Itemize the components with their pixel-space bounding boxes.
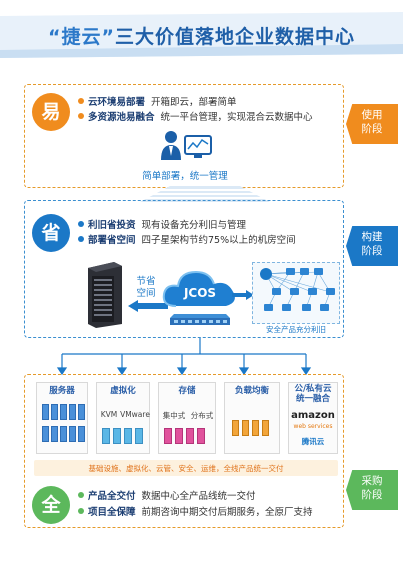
security-network-diagram bbox=[260, 268, 335, 311]
load-balancer-icon bbox=[242, 420, 249, 436]
full-circle: 全 bbox=[32, 486, 70, 524]
stage-tag-build: 构建 阶段 bbox=[346, 226, 398, 266]
storage-icons bbox=[164, 428, 205, 444]
server-unit-icon bbox=[78, 426, 85, 442]
server-unit-icon bbox=[42, 404, 49, 420]
storage-unit-icon bbox=[175, 428, 183, 444]
rack-server-icon bbox=[88, 262, 122, 328]
load-balancer-icons bbox=[232, 420, 269, 436]
connector-tree bbox=[56, 338, 312, 376]
column-hybrid-cloud-head: 公/私有云 统一融合 bbox=[294, 384, 332, 404]
easy-bullet-2-key: 多资源池易融合 bbox=[88, 112, 155, 123]
full-bullet-1-key: 产品全交付 bbox=[88, 491, 136, 502]
server-rack-icons-2 bbox=[42, 426, 85, 442]
server-rack-icons bbox=[42, 404, 85, 420]
server-unit-icon bbox=[60, 426, 67, 442]
stage-tag-purchase-line2: 阶段 bbox=[361, 489, 383, 501]
virtual-host-icon bbox=[113, 428, 121, 444]
storage-unit-icon bbox=[164, 428, 172, 444]
amazon-logo: amazon bbox=[291, 410, 335, 421]
virt-host-icons bbox=[102, 428, 143, 444]
virtual-host-icon bbox=[124, 428, 132, 444]
aws-subtext: web services bbox=[293, 423, 333, 430]
cloud-icon bbox=[162, 270, 235, 307]
stage-tag-use-line1: 使用 bbox=[361, 109, 383, 121]
server-unit-icon bbox=[69, 426, 76, 442]
save-bullet-2: 部署省空间四子星架构节约75%以上的机房空间 bbox=[78, 234, 296, 248]
storage-unit-icon bbox=[197, 428, 205, 444]
full-bullet-2-text: 前期咨询中期交付后期服务，全原厂支持 bbox=[141, 507, 313, 518]
save-space-line2: 空间 bbox=[136, 288, 156, 299]
server-unit-icon bbox=[42, 426, 49, 442]
tencent-cloud-logo: 腾讯云 bbox=[301, 437, 325, 446]
column-load-balancing bbox=[224, 382, 280, 454]
virt-vmware: VMware bbox=[120, 410, 150, 419]
column-hybrid-cloud bbox=[288, 382, 338, 454]
title-rest: 三大价值落地企业数据中心 bbox=[114, 26, 355, 48]
server-unit-icon bbox=[78, 404, 85, 420]
easy-circle: 易 bbox=[32, 93, 70, 131]
stage-tag-build-line2: 阶段 bbox=[361, 245, 383, 257]
load-balancer-icon bbox=[252, 420, 259, 436]
storage-unit-icon bbox=[186, 428, 194, 444]
stage-tag-purchase: 采购 阶段 bbox=[346, 470, 398, 510]
save-bullet-1-text: 现有设备充分利旧与管理 bbox=[141, 220, 247, 231]
save-bullet-2-key: 部署省空间 bbox=[88, 235, 136, 246]
full-bullet-2-key: 项目全保障 bbox=[88, 507, 136, 518]
storage-distributed: 分布式 bbox=[190, 411, 214, 420]
save-circle: 省 bbox=[32, 214, 70, 252]
admin-monitor-icon bbox=[161, 131, 212, 160]
server-unit-icon bbox=[51, 404, 58, 420]
full-bullet-1: 产品全交付数据中心全产品线统一交付 bbox=[78, 490, 256, 504]
full-bullet-2: 项目全保障前期咨询中期交付后期服务，全原厂支持 bbox=[78, 506, 313, 520]
save-bullet-1: 利旧省投资现有设备充分利旧与管理 bbox=[78, 219, 246, 233]
arrow-right-icon bbox=[232, 290, 254, 300]
title-highlight: “捷云” bbox=[48, 26, 115, 48]
server-unit-icon bbox=[51, 426, 58, 442]
server-unit-icon bbox=[69, 404, 76, 420]
easy-bullet-2-text: 统一平台管理，实现混合云数据中心 bbox=[160, 112, 313, 123]
full-bullet-1-text: 数据中心全产品线统一交付 bbox=[141, 491, 256, 502]
load-balancer-icon bbox=[232, 420, 239, 436]
stage-tag-purchase-line1: 采购 bbox=[361, 475, 383, 487]
connector-fan-top bbox=[140, 186, 270, 202]
stage-tag-use-line2: 阶段 bbox=[361, 123, 383, 135]
cloud-label: JCOS bbox=[183, 286, 217, 300]
delivery-bar-text: 基础设施、虚拟化、云管、安全、运维，全线产品统一交付 bbox=[88, 464, 284, 473]
column-load-balancing-head: 负载均衡 bbox=[234, 386, 269, 396]
easy-caption: 简单部署，统一管理 bbox=[142, 171, 228, 182]
section-full-frame bbox=[24, 374, 344, 528]
column-server-head: 服务器 bbox=[49, 386, 75, 396]
save-bullet-2-text: 四子星架构节约75%以上的机房空间 bbox=[141, 235, 296, 246]
easy-bullet-1: 云环境易部署开箱即云，部署简单 bbox=[78, 96, 237, 110]
stage-tag-build-line1: 构建 bbox=[361, 231, 383, 243]
virt-kvm: KVM bbox=[100, 410, 118, 419]
virtual-host-icon bbox=[135, 428, 143, 444]
easy-bullet-1-key: 云环境易部署 bbox=[88, 97, 146, 108]
save-space-label: 节省 空间 bbox=[132, 276, 160, 300]
column-storage-head: 存储 bbox=[178, 386, 196, 396]
arrow-left-icon bbox=[128, 300, 168, 312]
server-unit-icon bbox=[60, 404, 67, 420]
column-virtualization-head: 虚拟化 bbox=[110, 386, 136, 396]
load-balancer-icon bbox=[262, 420, 269, 436]
network-switch-icon bbox=[170, 314, 230, 325]
title-banner bbox=[0, 12, 403, 58]
section-save-frame bbox=[24, 200, 344, 338]
easy-bullet-1-text: 开箱即云，部署简单 bbox=[151, 97, 237, 108]
save-bullet-1-key: 利旧省投资 bbox=[88, 220, 136, 231]
security-reuse-caption: 安全产品充分利旧 bbox=[266, 325, 326, 334]
virtual-host-icon bbox=[102, 428, 110, 444]
page-title: “捷云”三大价值落地企业数据中心 bbox=[0, 22, 403, 49]
stage-tag-use: 使用 阶段 bbox=[346, 104, 398, 144]
storage-centralized: 集中式 bbox=[162, 411, 186, 420]
save-space-line1: 节省 bbox=[136, 276, 156, 287]
delivery-bar bbox=[34, 460, 338, 476]
easy-bullet-2: 多资源池易融合统一平台管理，实现混合云数据中心 bbox=[78, 111, 313, 125]
